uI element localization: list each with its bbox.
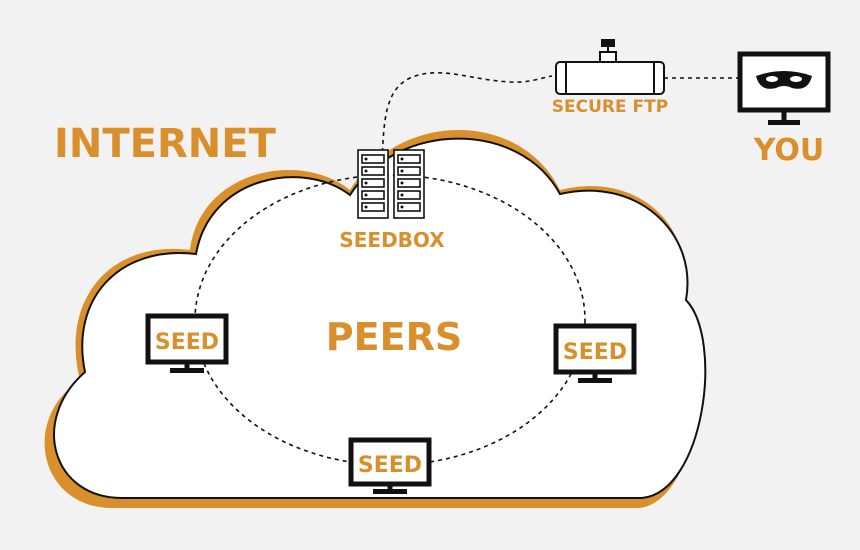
seed-label-bottom: SEED	[358, 453, 422, 478]
seedbox-ftp-link	[381, 71, 553, 161]
seed-monitor-left: SEED	[145, 313, 229, 373]
masked-user-monitor-icon	[737, 51, 831, 125]
internet-label: INTERNET	[54, 121, 277, 167]
server-rack-icon	[357, 149, 425, 219]
seed-monitor-bottom: SEED	[348, 437, 432, 494]
secure-pipe-icon	[555, 39, 665, 95]
seed-monitor-right: SEED	[553, 323, 637, 383]
secure-ftp-label: SECURE FTP	[552, 97, 668, 117]
seed-label-right: SEED	[563, 340, 627, 365]
seed-label-left: SEED	[155, 330, 219, 355]
you-label: YOU	[753, 133, 825, 168]
peers-label: PEERS	[326, 315, 462, 359]
seedbox-label: SEEDBOX	[339, 228, 445, 252]
